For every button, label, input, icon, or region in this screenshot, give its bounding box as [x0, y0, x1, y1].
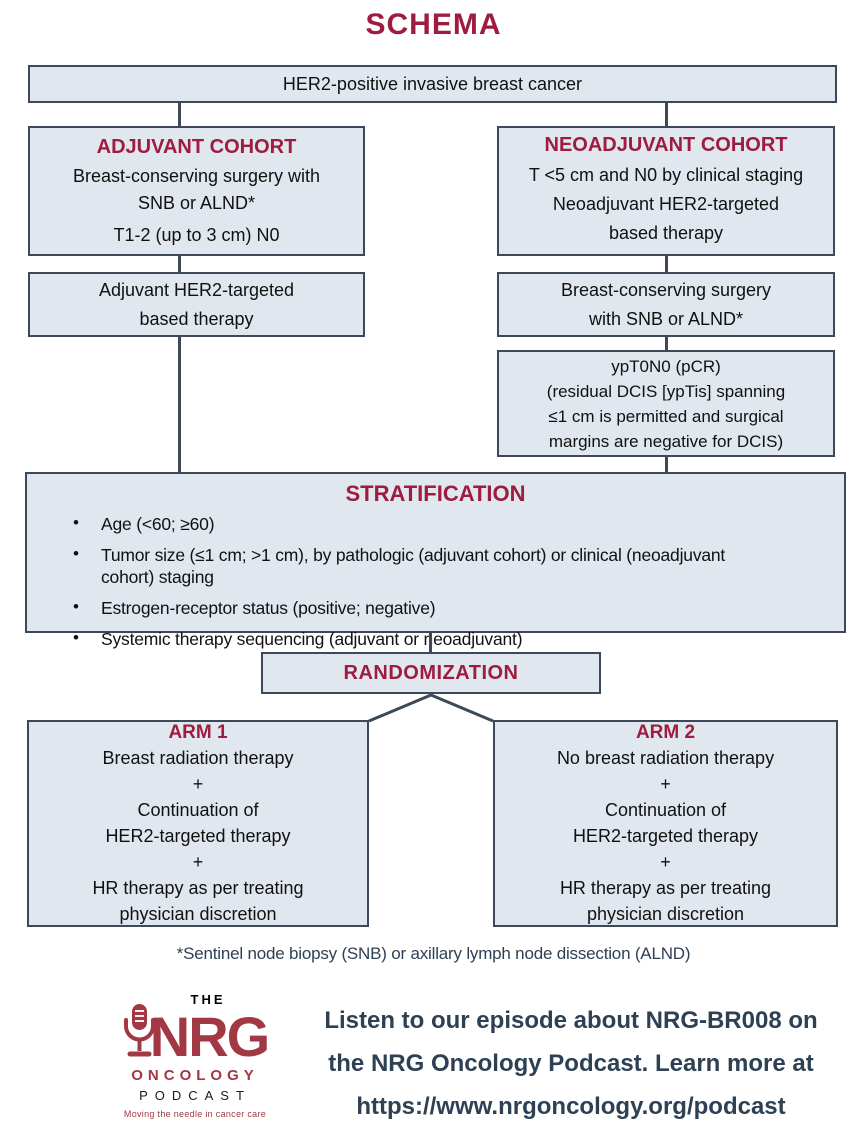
randomization-box: RANDOMIZATION — [261, 652, 601, 694]
footnote: *Sentinel node biopsy (SNB) or axillary … — [176, 944, 691, 963]
logo-nrg-row: NRG — [122, 1002, 270, 1068]
connector-line — [178, 256, 181, 272]
arm2-line: + — [660, 851, 671, 872]
her2-eligibility-text: HER2-positive invasive breast cancer — [282, 73, 583, 94]
bullet-icon: • — [73, 628, 79, 647]
bullet-icon: • — [73, 513, 79, 532]
adjuvant-stage-line: T1-2 (up to 3 cm) N0 — [113, 225, 280, 245]
stratification-item-text: Age (<60; ≥60) — [101, 514, 215, 534]
connector-line — [665, 256, 668, 272]
pcr-line: ≤1 cm is permitted and surgical — [548, 406, 784, 426]
her2-eligibility-box: HER2-positive invasive breast cancer — [28, 65, 837, 103]
page-title: SCHEMA — [365, 8, 502, 41]
connector-line — [665, 457, 668, 472]
pcr-line: (residual DCIS [ypTis] spanning — [546, 381, 786, 401]
neoadjuvant-surgery-line: Breast-conserving surgery — [560, 279, 772, 300]
logo-nrg-text: NRG — [149, 1005, 270, 1068]
stratification-item-text: cohort) staging — [101, 567, 214, 587]
arm2-box: ARM 2 No breast radiation therapy + Cont… — [493, 720, 838, 927]
logo-tagline: Moving the needle in cancer care — [123, 1109, 267, 1119]
arm2-line: + — [660, 773, 671, 794]
arm1-line: physician discretion — [119, 903, 277, 924]
neoadjuvant-cohort-line: Neoadjuvant HER2-targeted — [552, 194, 780, 214]
arm1-line: HR therapy as per treating — [92, 877, 304, 898]
stratification-item-text: Estrogen-receptor status (positive; nega… — [101, 598, 436, 618]
adjuvant-cohort-box: ADJUVANT COHORT Breast-conserving surger… — [28, 126, 365, 256]
adjuvant-cohort-title: ADJUVANT COHORT — [96, 136, 297, 158]
arm2-line: HR therapy as per treating — [559, 877, 772, 898]
logo-podcast-text: PODCAST — [139, 1088, 251, 1103]
pcr-line: margins are negative for DCIS) — [548, 431, 784, 451]
pcr-line: ypT0N0 (pCR) — [611, 356, 721, 376]
connector-line — [665, 337, 668, 350]
connector-line — [178, 103, 181, 126]
stratification-item: • Tumor size (≤1 cm; >1 cm), by patholog… — [73, 544, 826, 588]
nrg-podcast-logo: THE NRG ONCOLOGY PODCAST Moving the need… — [104, 992, 286, 1119]
stratification-title: STRATIFICATION — [345, 481, 526, 506]
arm1-line: Continuation of — [137, 799, 259, 820]
stratification-box: STRATIFICATION • Age (<60; ≥60) • Tumor … — [25, 472, 846, 649]
neoadjuvant-surgery-line: with SNB or ALND* — [588, 308, 744, 329]
arm1-title: ARM 1 — [168, 721, 228, 743]
pcr-box: ypT0N0 (pCR) (residual DCIS [ypTis] span… — [497, 350, 835, 457]
stratification-item: • Age (<60; ≥60) — [73, 513, 826, 535]
promo-line: Listen to our episode about NRG-BR008 on — [324, 1007, 818, 1034]
arm1-line: HER2-targeted therapy — [105, 825, 291, 846]
arm1-box: ARM 1 Breast radiation therapy + Continu… — [27, 720, 369, 927]
stratification-item: • Systemic therapy sequencing (adjuvant … — [73, 628, 826, 650]
neoadjuvant-cohort-title: NEOADJUVANT COHORT — [544, 134, 788, 156]
randomization-title: RANDOMIZATION — [343, 661, 519, 684]
logo-the: THE — [190, 992, 226, 1007]
microphone-icon — [122, 1002, 156, 1065]
connector-line — [429, 633, 432, 652]
arm2-line: HER2-targeted therapy — [572, 825, 759, 846]
neoadjuvant-cohort-line: T <5 cm and N0 by clinical staging — [528, 165, 804, 185]
logo-oncology-text: ONCOLOGY — [131, 1067, 259, 1084]
adjuvant-therapy-box: Adjuvant HER2-targeted based therapy — [28, 272, 365, 337]
stratification-item-text: Tumor size (≤1 cm; >1 cm), by pathologic… — [101, 545, 726, 565]
arm1-line: Breast radiation therapy — [102, 747, 294, 768]
neoadjuvant-surgery-box: Breast-conserving surgery with SNB or AL… — [497, 272, 835, 337]
connector-line — [178, 337, 181, 472]
arm1-line: + — [192, 851, 204, 872]
adjuvant-surgery-line: Breast-conserving surgery with — [72, 166, 321, 186]
arm2-line: Continuation of — [604, 799, 727, 820]
neoadjuvant-cohort-box: NEOADJUVANT COHORT T <5 cm and N0 by cli… — [497, 126, 835, 256]
arm2-title: ARM 2 — [635, 721, 696, 743]
bullet-icon: • — [73, 597, 79, 616]
neoadjuvant-cohort-line: based therapy — [608, 223, 724, 243]
podcast-url[interactable]: https://www.nrgoncology.org/podcast — [356, 1093, 786, 1120]
adjuvant-therapy-line: Adjuvant HER2-targeted — [98, 279, 295, 300]
stratification-item-text: Systemic therapy sequencing (adjuvant or… — [101, 629, 523, 649]
stratification-list: • Age (<60; ≥60) • Tumor size (≤1 cm; >1… — [45, 513, 826, 650]
adjuvant-surgery-line: SNB or ALND* — [137, 193, 256, 213]
arm2-line: physician discretion — [586, 903, 745, 924]
stratification-item: • Estrogen-receptor status (positive; ne… — [73, 597, 826, 619]
arm2-line: No breast radiation therapy — [556, 747, 775, 768]
bullet-icon: • — [73, 544, 79, 563]
arm1-line: + — [192, 773, 204, 794]
adjuvant-therapy-line: based therapy — [139, 308, 254, 329]
promo-line: the NRG Oncology Podcast. Learn more at — [328, 1050, 814, 1077]
podcast-promo-text: Listen to our episode about NRG-BR008 on… — [288, 999, 854, 1128]
connector-line — [665, 103, 668, 126]
